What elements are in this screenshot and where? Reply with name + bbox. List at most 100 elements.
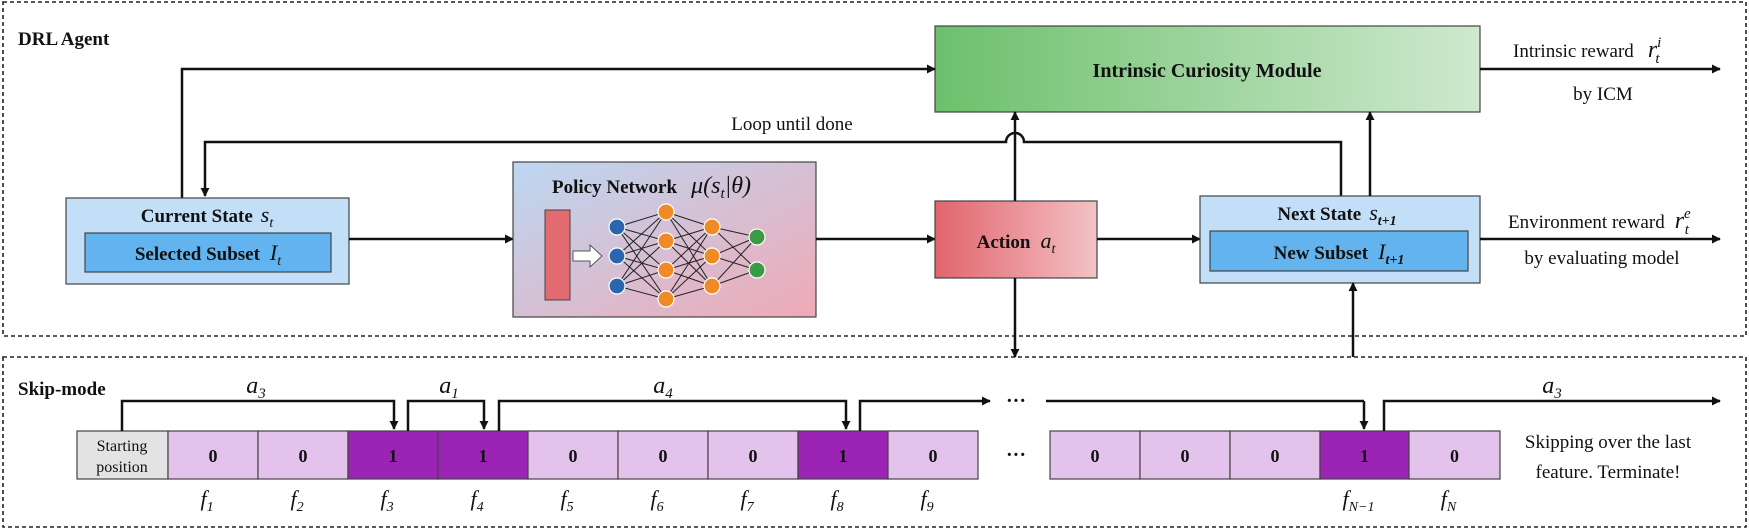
nn-node bbox=[703, 218, 721, 236]
nn-node bbox=[703, 247, 721, 265]
nn-edge bbox=[711, 226, 758, 271]
feature-cell bbox=[617, 430, 709, 480]
skip-action-label: a3 bbox=[246, 373, 266, 402]
feature-value: 0 bbox=[659, 446, 668, 466]
ellipsis-middle: ··· bbox=[1006, 444, 1026, 466]
skip-arrows: a3 a1 a4 a3 bbox=[120, 373, 1721, 431]
nn-edge bbox=[711, 236, 758, 287]
feature-value: 0 bbox=[749, 446, 758, 466]
terminate-note-line2: feature. Terminate! bbox=[1536, 462, 1681, 483]
nn-edge bbox=[616, 240, 667, 287]
feature-label: fN bbox=[1441, 486, 1457, 515]
loop-label: Loop until done bbox=[731, 114, 852, 135]
skip-arrow-a1 bbox=[406, 399, 489, 431]
feature-cell bbox=[257, 430, 349, 480]
feature-label: f1 bbox=[200, 486, 213, 515]
nn-edge bbox=[616, 211, 667, 287]
nn-node bbox=[608, 277, 626, 295]
skip-arrow-continue bbox=[858, 396, 991, 431]
feature-label: f9 bbox=[920, 486, 933, 515]
feature-value: 0 bbox=[299, 446, 308, 466]
nn-node bbox=[703, 277, 721, 295]
feature-value: 0 bbox=[1181, 446, 1190, 466]
neural-network-icon bbox=[608, 203, 766, 308]
nn-edge bbox=[665, 255, 713, 300]
starting-position-line2: position bbox=[96, 459, 148, 476]
feature-value: 1 bbox=[389, 446, 398, 466]
nn-node bbox=[657, 203, 675, 221]
nn-node bbox=[657, 261, 675, 279]
selected-subset-box bbox=[84, 232, 332, 273]
nn-node bbox=[657, 232, 675, 250]
new-subset-box bbox=[1209, 230, 1469, 272]
feature-value: 0 bbox=[1450, 446, 1459, 466]
feature-label: f6 bbox=[650, 486, 663, 515]
drl-agent-title: DRL Agent bbox=[18, 29, 110, 50]
icm-box bbox=[934, 25, 1481, 113]
intrinsic-reward-source: by ICM bbox=[1573, 84, 1633, 105]
feature-label: f8 bbox=[830, 486, 843, 515]
ellipsis-top: ··· bbox=[1006, 390, 1026, 412]
feature-cell bbox=[527, 430, 619, 480]
nn-edge bbox=[665, 226, 713, 271]
nn-edge bbox=[616, 211, 667, 257]
feature-cell bbox=[1408, 430, 1501, 480]
feature-value: 1 bbox=[1360, 446, 1369, 466]
terminate-note-line1: Skipping over the last bbox=[1525, 432, 1692, 453]
skip-arrow-a3-last bbox=[1382, 396, 1721, 431]
feature-cell bbox=[887, 430, 979, 480]
feature-value: 0 bbox=[1271, 446, 1280, 466]
starting-position-cell bbox=[76, 430, 169, 480]
starting-position-line1: Starting bbox=[97, 438, 148, 455]
feature-label: fN−1 bbox=[1343, 486, 1375, 515]
action-box bbox=[934, 200, 1098, 279]
feature-value: 1 bbox=[839, 446, 848, 466]
feature-value: 0 bbox=[209, 446, 218, 466]
feature-cell bbox=[1049, 430, 1141, 480]
feature-cell bbox=[797, 430, 889, 480]
feature-label: f7 bbox=[740, 486, 754, 515]
skip-action-label: a1 bbox=[439, 373, 459, 402]
icm-label: Intrinsic Curiosity Module bbox=[1093, 60, 1322, 82]
nn-edge bbox=[665, 226, 713, 300]
skip-mode-title: Skip-mode bbox=[18, 379, 106, 400]
feature-value: 0 bbox=[929, 446, 938, 466]
hollow-arrow-icon bbox=[572, 243, 603, 269]
feature-cell bbox=[347, 430, 439, 480]
environment-reward-source: by evaluating model bbox=[1524, 248, 1679, 269]
nn-node bbox=[748, 261, 766, 279]
feature-cell bbox=[437, 430, 529, 480]
feature-cell bbox=[707, 430, 799, 480]
feature-cell bbox=[167, 430, 259, 480]
nn-node bbox=[608, 218, 626, 236]
feature-value: 0 bbox=[569, 446, 578, 466]
skip-mode-panel bbox=[2, 356, 1747, 528]
feature-value: 1 bbox=[479, 446, 488, 466]
feature-label: f2 bbox=[290, 486, 303, 515]
skip-action-label: a4 bbox=[653, 373, 673, 402]
skip-arrow-a4 bbox=[497, 399, 851, 431]
feature-cells: 0 f1 0 f2 1 f3 1 f4 0 f5 0 f6 0 f7 1 f8 0 f9 0 0 0 1 fN−1 0 fN bbox=[167, 430, 1501, 515]
current-state-to-icm-arrow bbox=[180, 64, 936, 198]
input-layer-icon bbox=[544, 209, 571, 301]
drl-agent-panel bbox=[2, 1, 1747, 337]
nn-node bbox=[608, 247, 626, 265]
skip-arrow-a3-first bbox=[120, 399, 399, 431]
skip-action-label: a3 bbox=[1542, 373, 1562, 402]
nn-node bbox=[657, 290, 675, 308]
nn-node bbox=[748, 228, 766, 246]
feature-label: f5 bbox=[560, 486, 573, 515]
feature-value: 0 bbox=[1091, 446, 1100, 466]
feature-label: f3 bbox=[380, 486, 393, 515]
feature-label: f4 bbox=[470, 486, 483, 515]
